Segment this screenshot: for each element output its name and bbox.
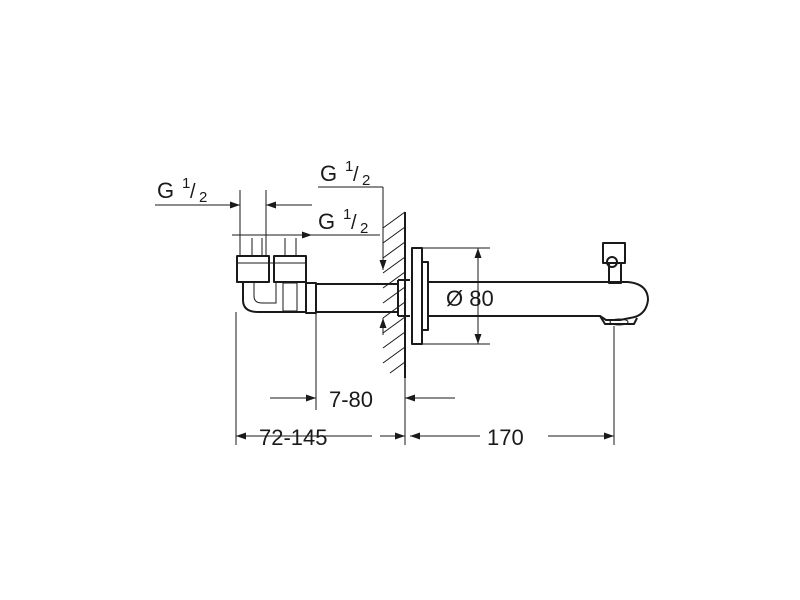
spout <box>411 242 649 345</box>
thread-left-slash: / <box>190 181 196 203</box>
thread-left-dimension: G 1 / 2 <box>155 175 312 256</box>
diameter-label: Ø 80 <box>446 286 494 311</box>
thread-top-numerator: 1 <box>345 158 353 175</box>
thread-top-slash: / <box>353 164 359 186</box>
wall-hatching <box>382 211 406 374</box>
thread-top-denominator: 2 <box>362 172 370 189</box>
thread-mid-dimension: G 1 / 2 <box>300 206 380 239</box>
spout-length-dimension: 170 <box>410 326 615 450</box>
spout-length-label: 170 <box>487 425 524 450</box>
thread-mid-main: G <box>318 209 335 234</box>
thread-left-main: G <box>157 178 174 203</box>
thread-left-denominator: 2 <box>199 189 207 206</box>
thread-left-numerator: 1 <box>182 175 190 192</box>
body-centre-marks <box>232 234 311 256</box>
depth-range-dimension: 7-80 <box>270 313 455 445</box>
body-range-label: 72-145 <box>259 425 328 450</box>
concealed-body <box>236 255 410 317</box>
wall-section <box>382 211 406 378</box>
depth-range-label: 7-80 <box>329 387 373 412</box>
thread-mid-slash: / <box>351 212 357 234</box>
thread-top-dimension: G 1 / 2 <box>318 158 387 335</box>
body-range-dimension: 72-145 <box>235 312 405 450</box>
thread-mid-numerator: 1 <box>343 206 351 223</box>
thread-top-main: G <box>320 161 337 186</box>
thread-mid-denominator: 2 <box>360 220 368 237</box>
diameter-dimension: Ø 80 <box>422 247 494 345</box>
